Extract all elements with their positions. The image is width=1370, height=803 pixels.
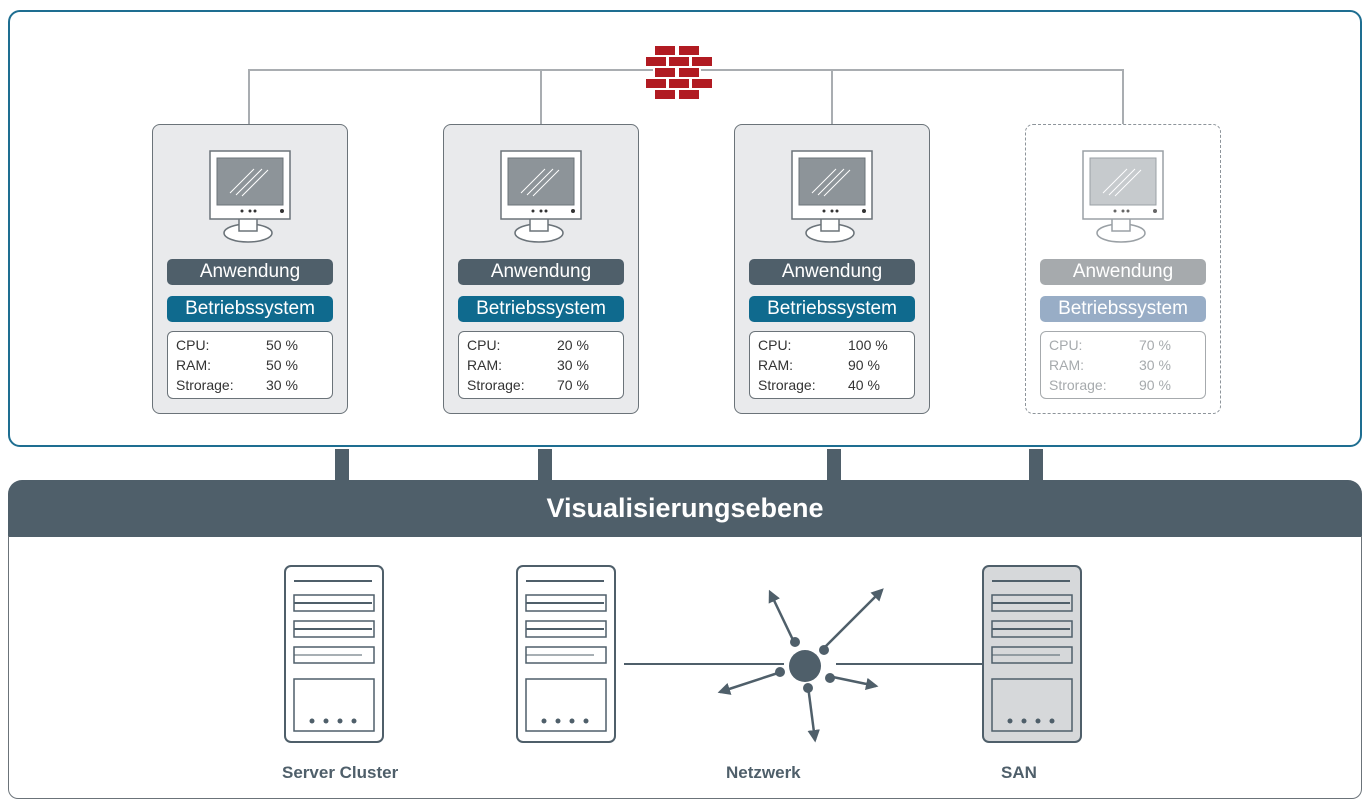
layer-connector [538,449,552,483]
storage-label: Strorage: [467,377,525,393]
layer-connector [827,449,841,483]
server-cluster-label: Server Cluster [282,763,399,782]
virtual-machines-frame [8,10,1362,447]
application-label: Anwendung [458,259,624,285]
storage-row: Strorage: 70 % [467,375,623,395]
cpu-value: 70 % [1139,337,1171,353]
network-label: Netzwerk [726,763,801,782]
layer-connector [335,449,349,483]
storage-value: 40 % [848,377,880,393]
cpu-label: CPU: [1049,337,1083,353]
ram-row: RAM: 90 % [758,355,914,375]
resource-stats: CPU: 20 % RAM: 30 % Strorage: 70 % [458,331,624,399]
ram-label: RAM: [176,357,211,373]
virtualization-layer-title: Visualisierungsebene [8,480,1362,537]
server-icon [516,565,616,743]
virtual-machine-4: Anwendung Betriebssystem CPU: 70 % RAM: 30… [1025,124,1221,414]
storage-value: 30 % [266,377,298,393]
application-label: Anwendung [749,259,915,285]
monitor-icon [1082,150,1164,243]
ram-label: RAM: [758,357,793,373]
cpu-label: CPU: [467,337,501,353]
cpu-value: 50 % [266,337,298,353]
storage-value: 90 % [1139,377,1171,393]
storage-row: Strorage: 30 % [176,375,332,395]
storage-row: Strorage: 90 % [1049,375,1205,395]
san-label: SAN [1001,763,1037,782]
resource-stats: CPU: 50 % RAM: 50 % Strorage: 30 % [167,331,333,399]
storage-value: 70 % [557,377,589,393]
operating-system-label: Betriebssystem [167,296,333,322]
cpu-row: CPU: 50 % [176,335,332,355]
cpu-value: 100 % [848,337,888,353]
cpu-row: CPU: 20 % [467,335,623,355]
brick-wall-icon [644,44,714,101]
ram-value: 90 % [848,357,880,373]
cpu-label: CPU: [758,337,792,353]
storage-row: Strorage: 40 % [758,375,914,395]
storage-label: Strorage: [758,377,816,393]
storage-label: Strorage: [1049,377,1107,393]
virtual-machine-3: Anwendung Betriebssystem CPU: 100 % RAM: 9… [734,124,930,414]
ram-value: 50 % [266,357,298,373]
ram-label: RAM: [467,357,502,373]
server-icon [284,565,384,743]
operating-system-label: Betriebssystem [458,296,624,322]
operating-system-label: Betriebssystem [749,296,915,322]
resource-stats: CPU: 100 % RAM: 90 % Strorage: 40 % [749,331,915,399]
monitor-icon [500,150,582,243]
cpu-row: CPU: 70 % [1049,335,1205,355]
application-label: Anwendung [167,259,333,285]
ram-label: RAM: [1049,357,1084,373]
cpu-row: CPU: 100 % [758,335,914,355]
network-hub-icon [717,588,884,743]
application-label: Anwendung [1040,259,1206,285]
cpu-label: CPU: [176,337,210,353]
ram-value: 30 % [557,357,589,373]
virtual-machine-2: Anwendung Betriebssystem CPU: 20 % RAM: 30… [443,124,639,414]
monitor-icon [791,150,873,243]
ram-value: 30 % [1139,357,1171,373]
resource-stats: CPU: 70 % RAM: 30 % Strorage: 90 % [1040,331,1206,399]
infrastructure-frame [8,536,1362,799]
storage-label: Strorage: [176,377,234,393]
virtual-machine-1: Anwendung Betriebssystem CPU: 50 % RAM: 50… [152,124,348,414]
ram-row: RAM: 50 % [176,355,332,375]
operating-system-label: Betriebssystem [1040,296,1206,322]
layer-connector [1029,449,1043,483]
cpu-value: 20 % [557,337,589,353]
ram-row: RAM: 30 % [1049,355,1205,375]
monitor-icon [209,150,291,243]
storage-icon [982,565,1082,743]
ram-row: RAM: 30 % [467,355,623,375]
